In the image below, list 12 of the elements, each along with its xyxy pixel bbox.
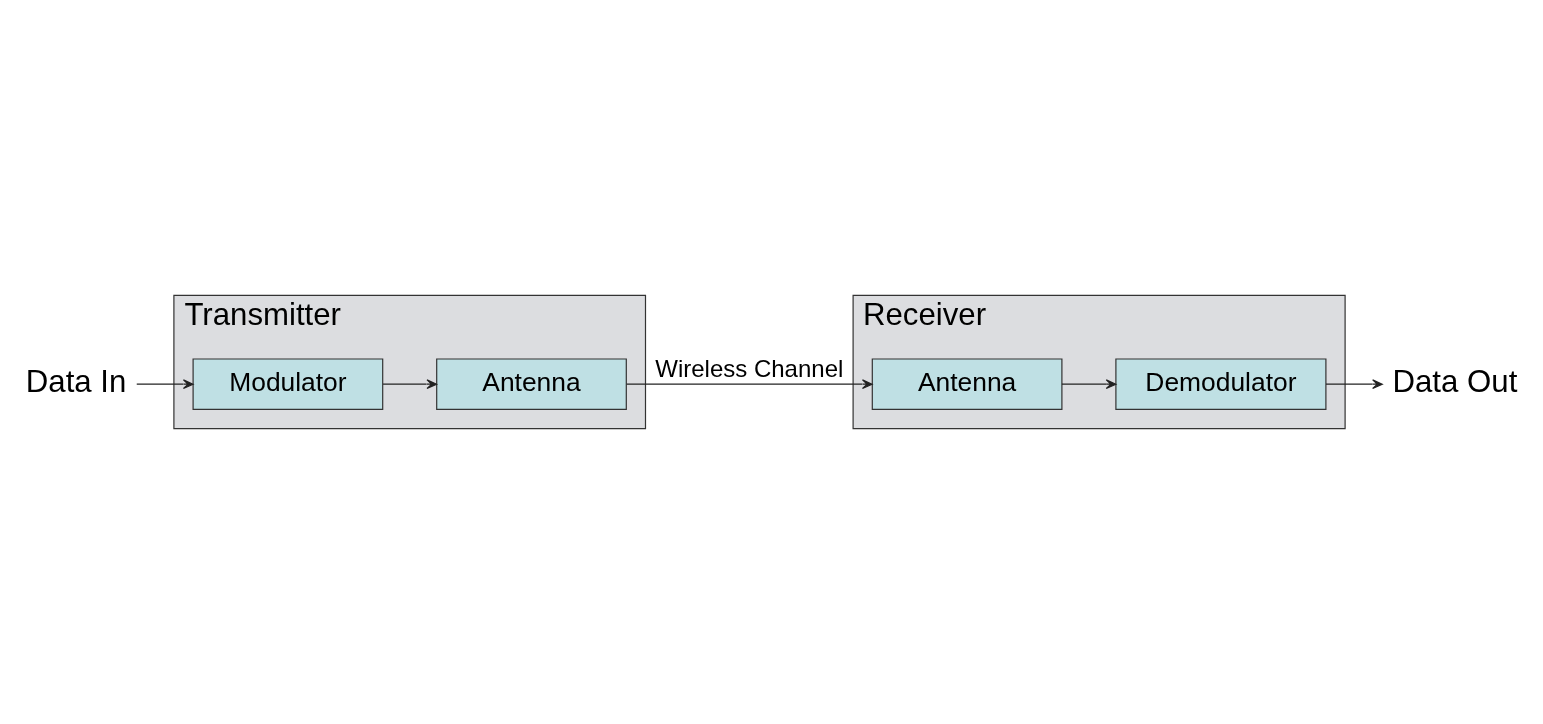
arrow xyxy=(1325,379,1383,390)
node-text: Data Out xyxy=(1392,363,1518,399)
arrow xyxy=(626,379,873,390)
node-box: Antenna xyxy=(436,358,627,410)
node-text: Data In xyxy=(25,363,127,399)
node-box: Antenna xyxy=(871,358,1063,410)
arrow xyxy=(136,379,194,390)
edge-label: Wireless Channel xyxy=(655,355,844,382)
arrow xyxy=(1061,379,1117,390)
arrow xyxy=(382,379,438,390)
node-box: Demodulator xyxy=(1115,358,1327,410)
node-box: Modulator xyxy=(192,358,384,410)
